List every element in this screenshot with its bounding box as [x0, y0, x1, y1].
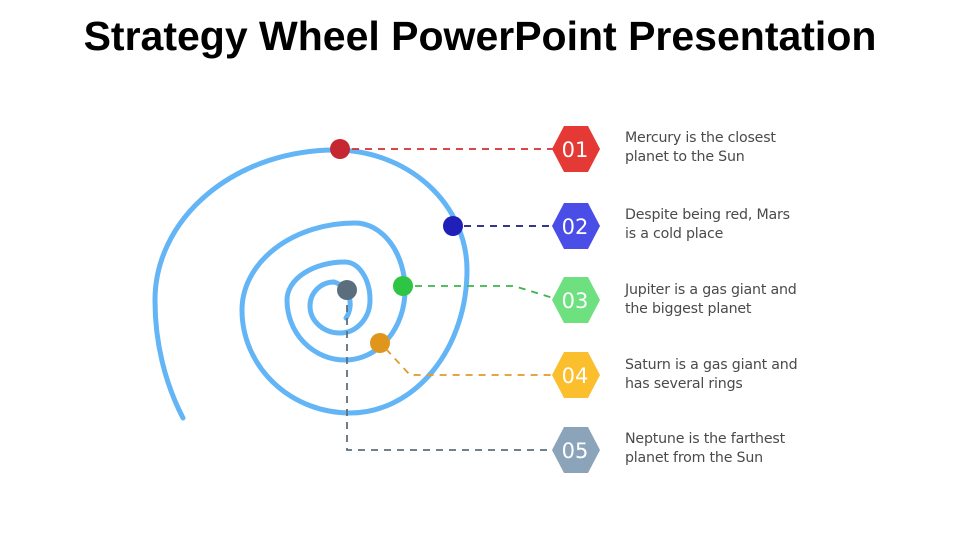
step-badge-04[interactable]: 04	[552, 352, 600, 398]
dot-05[interactable]	[337, 280, 357, 300]
connector-line-03	[415, 285, 554, 299]
step-number: 01	[562, 138, 589, 162]
step-description-01: Mercury is the closest planet to the Sun	[625, 129, 825, 167]
description-line: has several rings	[625, 376, 743, 392]
step-description-04: Saturn is a gas giant and has several ri…	[625, 356, 825, 394]
step-badge-02[interactable]: 02	[552, 203, 600, 249]
step-description-05: Neptune is the farthest planet from the …	[625, 430, 825, 468]
connector-line-05	[346, 305, 553, 451]
spiral-dots	[330, 139, 463, 353]
description-line: Saturn is a gas giant and	[625, 357, 798, 373]
step-number: 04	[562, 364, 589, 388]
hexagon-shape	[552, 352, 600, 398]
dot-01[interactable]	[330, 139, 350, 159]
hexagon-shape	[552, 126, 600, 172]
description-line: Mercury is the closest	[625, 130, 776, 146]
description-line: Despite being red, Mars	[625, 207, 790, 223]
dot-03[interactable]	[393, 276, 413, 296]
hexagon-shape	[552, 277, 600, 323]
step-number: 03	[562, 289, 589, 313]
description-line: planet from the Sun	[625, 450, 763, 466]
step-badge-03[interactable]: 03	[552, 277, 600, 323]
step-number: 02	[562, 215, 589, 239]
step-description-03: Jupiter is a gas giant and the biggest p…	[625, 281, 825, 319]
connector-line-04	[385, 348, 553, 376]
description-line: the biggest planet	[625, 301, 752, 317]
slide-title: Strategy Wheel PowerPoint Presentation	[83, 13, 877, 59]
step-badge-05[interactable]: 05	[552, 427, 600, 473]
hexagon-shape	[552, 203, 600, 249]
description-line: Jupiter is a gas giant and	[625, 282, 797, 298]
description-line: Neptune is the farthest	[625, 431, 785, 447]
description-line: is a cold place	[625, 226, 724, 242]
step-badge-01[interactable]: 01	[552, 126, 600, 172]
dot-02[interactable]	[443, 216, 463, 236]
step-number: 05	[562, 439, 589, 463]
step-description-02: Despite being red, Mars is a cold place	[625, 206, 825, 244]
connector-lines	[346, 148, 554, 451]
dot-04[interactable]	[370, 333, 390, 353]
hexagon-shape	[552, 427, 600, 473]
spiral-line	[152, 147, 470, 421]
description-line: planet to the Sun	[625, 149, 745, 165]
